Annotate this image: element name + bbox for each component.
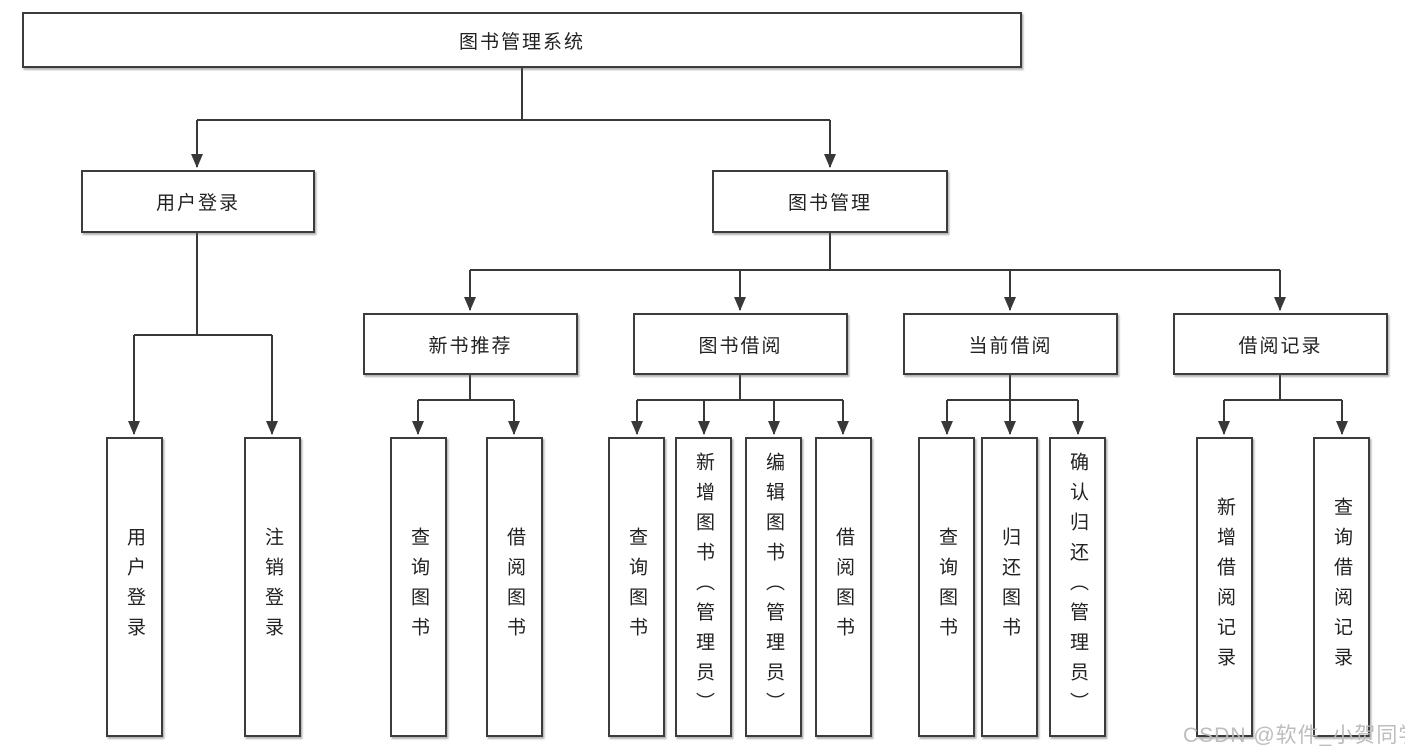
leaf-logout-label: 注销登录 — [262, 527, 283, 647]
csdn-watermark: CSDN @软件_小贺同学 — [1183, 724, 1405, 747]
node-user-login: 用户登录 — [81, 170, 315, 233]
leaf-query-books-borrowing-label: 查询图书 — [626, 527, 647, 647]
node-current-borrowing-label: 当前借阅 — [968, 335, 1053, 357]
leaf-query-borrow-record: 查询借阅记录 — [1313, 437, 1370, 737]
leaf-confirm-return-admin-label: 确认归还（管理员） — [1067, 452, 1088, 722]
leaf-borrow-books-borrowing-label: 借阅图书 — [833, 527, 854, 647]
leaf-add-borrow-record: 新增借阅记录 — [1196, 437, 1253, 737]
leaf-borrow-books-newbooks: 借阅图书 — [486, 437, 543, 737]
node-borrow-records: 借阅记录 — [1173, 313, 1388, 375]
leaf-borrow-books-newbooks-label: 借阅图书 — [504, 527, 525, 647]
node-borrow-records-label: 借阅记录 — [1238, 335, 1323, 357]
node-user-login-label: 用户登录 — [155, 193, 240, 214]
leaf-return-books-label: 归还图书 — [999, 527, 1020, 647]
node-root-label: 图书管理系统 — [458, 31, 585, 53]
node-book-management-label: 图书管理 — [787, 193, 872, 214]
leaf-edit-books-admin-label: 编辑图书（管理员） — [763, 452, 784, 722]
node-book-management: 图书管理 — [712, 170, 948, 233]
leaf-query-books-borrowing: 查询图书 — [608, 437, 665, 737]
leaf-query-books-current-label: 查询图书 — [936, 527, 957, 647]
leaf-add-borrow-record-label: 新增借阅记录 — [1214, 497, 1235, 677]
node-root: 图书管理系统 — [22, 12, 1022, 68]
node-current-borrowing: 当前借阅 — [903, 313, 1118, 375]
leaf-user-login: 用户登录 — [106, 437, 163, 737]
node-new-book-recommend: 新书推荐 — [363, 313, 578, 375]
leaf-user-login-label: 用户登录 — [124, 527, 145, 647]
leaf-confirm-return-admin: 确认归还（管理员） — [1049, 437, 1106, 737]
leaf-add-books-admin: 新增图书（管理员） — [675, 437, 732, 737]
node-book-borrowing-label: 图书借阅 — [698, 335, 783, 357]
leaf-query-books-current: 查询图书 — [918, 437, 975, 737]
leaf-query-books-newbooks-label: 查询图书 — [408, 527, 429, 647]
leaf-query-books-newbooks: 查询图书 — [390, 437, 447, 737]
leaf-add-books-admin-label: 新增图书（管理员） — [693, 452, 714, 722]
node-book-borrowing: 图书借阅 — [633, 313, 848, 375]
node-new-book-recommend-label: 新书推荐 — [428, 335, 513, 357]
leaf-query-borrow-record-label: 查询借阅记录 — [1331, 497, 1352, 677]
leaf-logout: 注销登录 — [244, 437, 301, 737]
leaf-borrow-books-borrowing: 借阅图书 — [815, 437, 872, 737]
leaf-edit-books-admin: 编辑图书（管理员） — [745, 437, 802, 737]
leaf-return-books: 归还图书 — [981, 437, 1038, 737]
